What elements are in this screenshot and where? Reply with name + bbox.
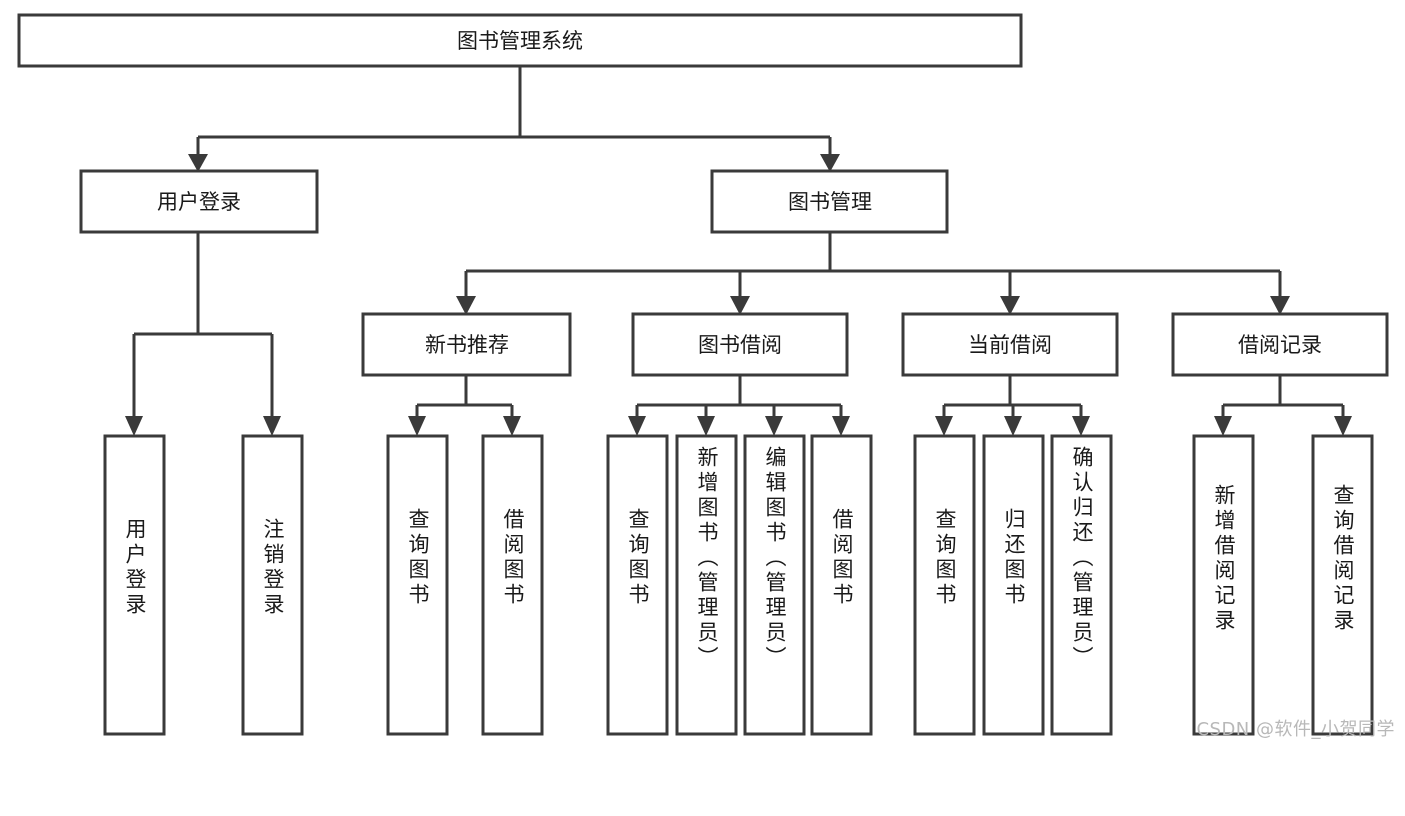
leaf-query-book-3-box[interactable]: [913, 434, 976, 736]
leaf-user-logout-box[interactable]: [241, 434, 304, 736]
node-user-login-label: 用户登录: [157, 190, 241, 214]
org-chart-svg: 图书管理系统 用户登录 图书管理 新书推荐 图书借阅 当前借阅 借阅记录: [17, 13, 1389, 736]
arrowhead-leaf-confirm-return: [1072, 416, 1090, 436]
connectors-new-book-to-leaves: [408, 375, 521, 436]
arrowhead-leaf-user-login: [125, 416, 143, 436]
arrowhead-leaf-return-book: [1004, 416, 1022, 436]
arrowhead-leaf-query-book-3: [935, 416, 953, 436]
node-book-borrow[interactable]: 图书借阅: [631, 312, 849, 377]
arrowhead-current-borrow: [1000, 296, 1020, 315]
leaf-query-book-2-box[interactable]: [606, 434, 669, 736]
node-borrow-record-box[interactable]: [1171, 312, 1389, 377]
arrowhead-borrow-record: [1270, 296, 1290, 315]
connectors-root-to-level2: [188, 66, 840, 172]
node-current-borrow-box[interactable]: [901, 312, 1119, 377]
node-borrow-record-label: 借阅记录: [1238, 333, 1322, 357]
node-book-borrow-label: 图书借阅: [698, 333, 782, 357]
arrowhead-leaf-edit-book: [765, 416, 783, 436]
connectors-user-login-to-leaves: [125, 232, 281, 436]
arrowhead-book-manage: [820, 154, 840, 172]
node-root-box[interactable]: [17, 13, 1023, 68]
leaf-edit-book-box[interactable]: [743, 434, 806, 736]
node-book-manage-box[interactable]: [710, 169, 949, 234]
node-root[interactable]: 图书管理系统: [17, 13, 1023, 68]
connectors-book-manage-to-level3: [456, 232, 1290, 315]
node-book-borrow-box[interactable]: [631, 312, 849, 377]
arrowhead-book-borrow: [730, 296, 750, 315]
node-new-book-recommend-label: 新书推荐: [425, 333, 509, 357]
connectors-current-borrow-to-leaves: [935, 375, 1090, 436]
leaf-user-login-box[interactable]: [103, 434, 166, 736]
arrowhead-user-login: [188, 154, 208, 172]
leaf-query-record-box[interactable]: [1311, 434, 1374, 736]
leaf-add-book-box[interactable]: [675, 434, 738, 736]
node-current-borrow[interactable]: 当前借阅: [901, 312, 1119, 377]
leaf-add-record-box[interactable]: [1192, 434, 1255, 736]
connectors-borrow-record-to-leaves: [1214, 375, 1352, 436]
arrowhead-leaf-user-logout: [263, 416, 281, 436]
node-new-book-recommend[interactable]: 新书推荐: [361, 312, 572, 377]
node-new-book-recommend-box[interactable]: [361, 312, 572, 377]
node-book-manage[interactable]: 图书管理: [710, 169, 949, 234]
arrowhead-leaf-borrow-book-1: [503, 416, 521, 436]
connectors-book-borrow-to-leaves: [628, 375, 850, 436]
node-user-login[interactable]: 用户登录: [79, 169, 319, 234]
node-book-manage-label: 图书管理: [788, 190, 872, 214]
leaf-borrow-book-2-box[interactable]: [810, 434, 873, 736]
arrowhead-leaf-add-book: [697, 416, 715, 436]
node-borrow-record[interactable]: 借阅记录: [1171, 312, 1389, 377]
leaf-boxes: [103, 434, 1374, 736]
node-root-label: 图书管理系统: [457, 29, 583, 53]
node-current-borrow-label: 当前借阅: [968, 333, 1052, 357]
arrowhead-leaf-add-record: [1214, 416, 1232, 436]
leaf-confirm-return-box[interactable]: [1050, 434, 1113, 736]
leaf-borrow-book-1-box[interactable]: [481, 434, 544, 736]
arrowhead-leaf-query-book-2: [628, 416, 646, 436]
node-user-login-box[interactable]: [79, 169, 319, 234]
arrowhead-leaf-query-record: [1334, 416, 1352, 436]
leaf-return-book-box[interactable]: [982, 434, 1045, 736]
arrowhead-leaf-borrow-book-2: [832, 416, 850, 436]
leaf-query-book-1-box[interactable]: [386, 434, 449, 736]
arrowhead-leaf-query-book-1: [408, 416, 426, 436]
csdn-watermark: CSDN @软件_小贺同学: [1196, 719, 1395, 740]
arrowhead-new-book-recommend: [456, 296, 476, 315]
